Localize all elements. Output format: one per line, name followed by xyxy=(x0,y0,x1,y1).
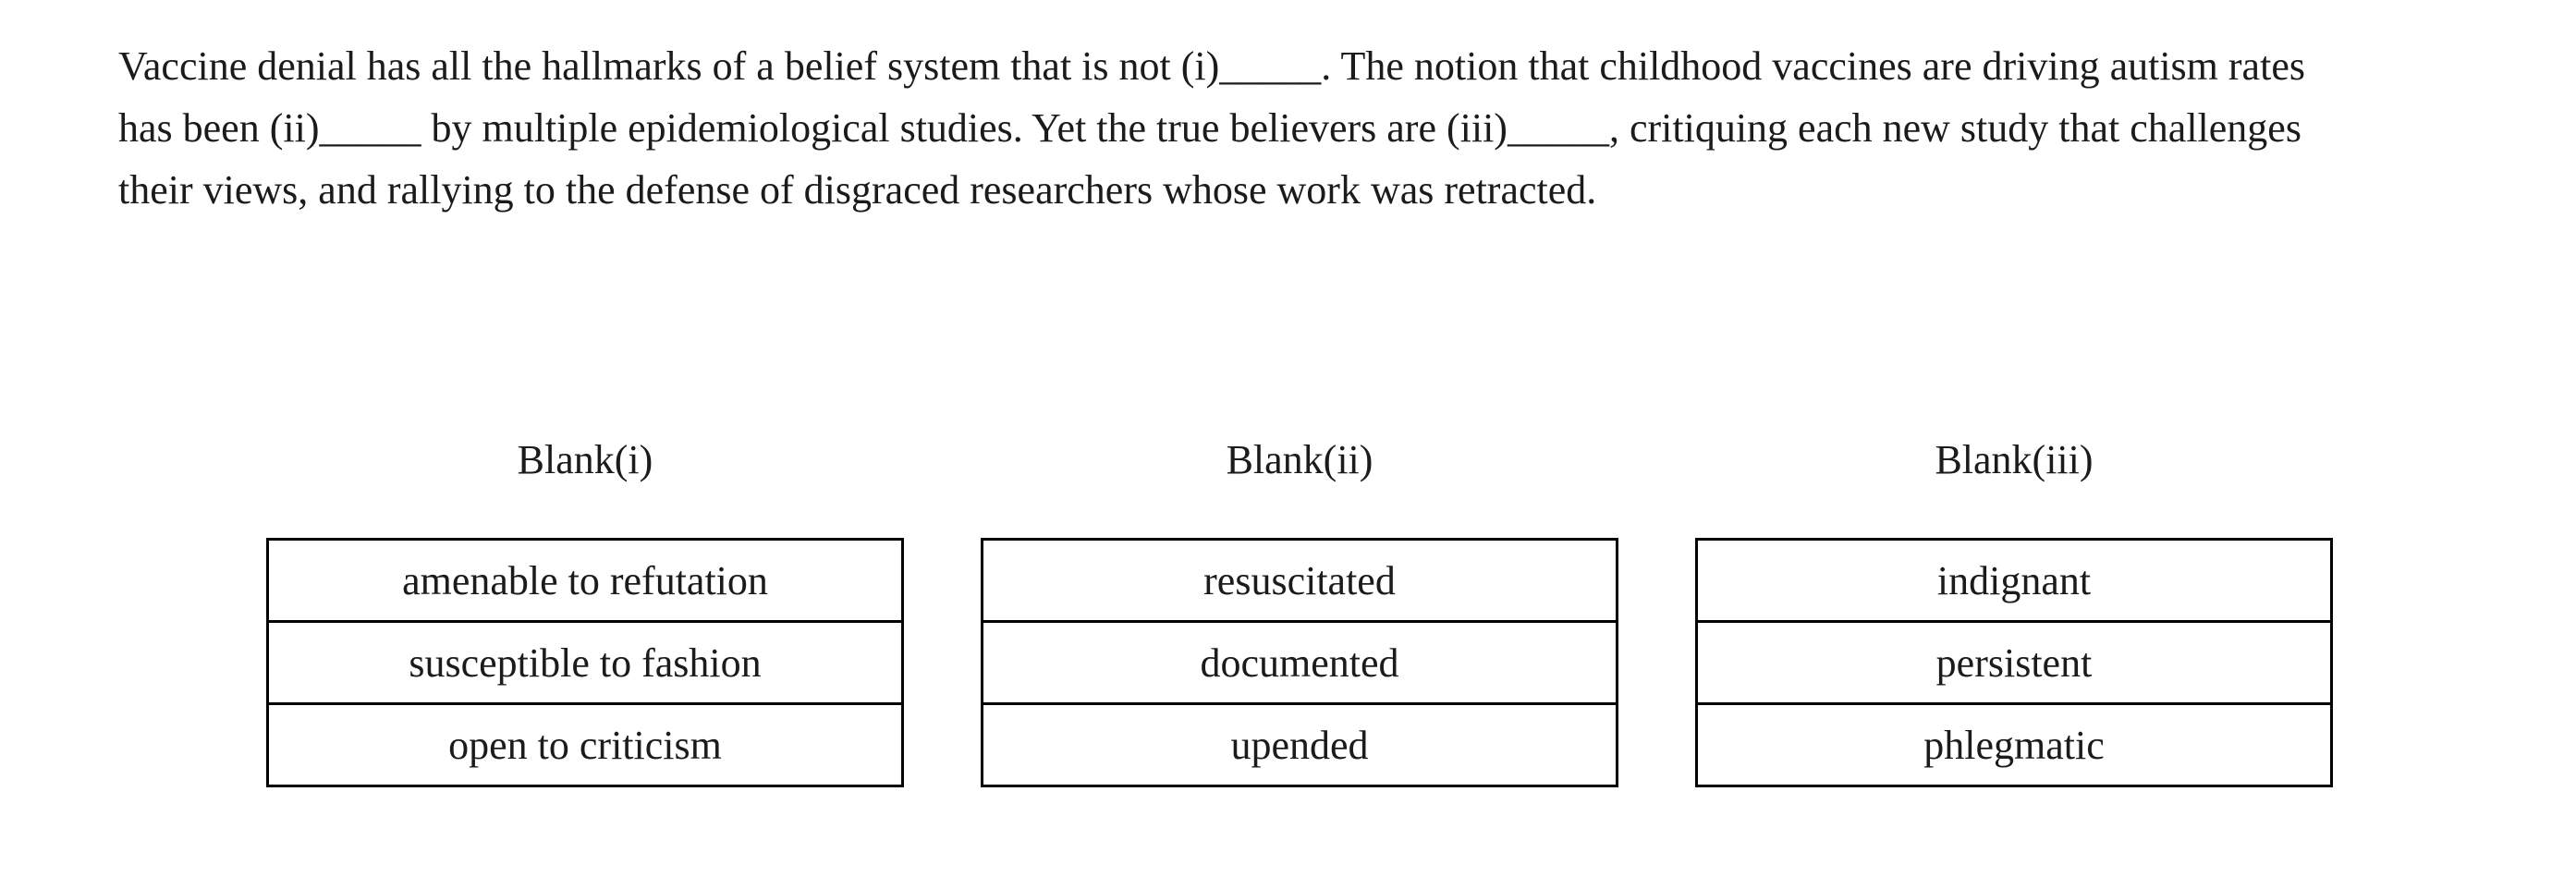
option-cell[interactable]: persistent xyxy=(1698,623,2330,705)
option-cell[interactable]: amenable to refutation xyxy=(269,541,901,623)
column-header-blank-iii: Blank(iii) xyxy=(1935,437,2094,482)
option-cell[interactable]: resuscitated xyxy=(983,541,1616,623)
column-header-blank-ii: Blank(ii) xyxy=(1226,437,1373,482)
passage: Vaccine denial has all the hallmarks of … xyxy=(118,35,2484,221)
option-cell[interactable]: indignant xyxy=(1698,541,2330,623)
option-cell[interactable]: susceptible to fashion xyxy=(269,623,901,705)
option-cell[interactable]: documented xyxy=(983,623,1616,705)
blank-options-section: amenable to refutation susceptible to fa… xyxy=(266,538,2576,787)
passage-line-3: their views, and rallying to the defense… xyxy=(118,167,1597,213)
option-cell[interactable]: upended xyxy=(1230,722,1369,768)
options-table-blank-i: amenable to refutation susceptible to fa… xyxy=(266,538,904,787)
passage-line-2: has been (ii)_____ by multiple epidemiol… xyxy=(118,105,2301,151)
blank-column-headers: Blank(i) Blank(ii) Blank(iii) xyxy=(266,436,2576,484)
option-cell[interactable]: phlegmatic xyxy=(1923,722,2105,768)
options-table-blank-ii: resuscitated documented upended xyxy=(981,538,1618,787)
column-header-blank-i: Blank(i) xyxy=(517,437,653,482)
passage-line-1: Vaccine denial has all the hallmarks of … xyxy=(118,43,2305,89)
options-table-blank-iii: indignant persistent phlegmatic xyxy=(1695,538,2333,787)
question-panel: Vaccine denial has all the hallmarks of … xyxy=(0,35,2576,787)
option-cell[interactable]: open to criticism xyxy=(448,722,722,768)
